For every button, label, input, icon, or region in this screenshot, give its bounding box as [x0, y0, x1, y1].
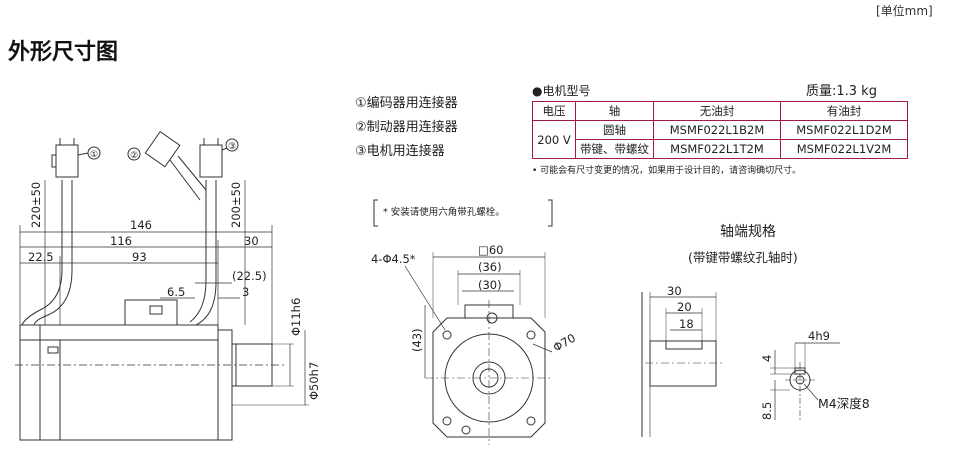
brake-connector	[144, 130, 181, 168]
dim-3: 3	[242, 285, 249, 299]
dim-30-front: (30)	[478, 278, 502, 292]
dim-4h9: 4h9	[808, 329, 830, 343]
spec-note: • 可能会有尺寸变更的情况，如果用于设计目的，请咨询确切尺寸。	[532, 166, 802, 176]
model-with-seal-cell: MSMF022L1V2M	[780, 139, 908, 159]
dim-phi11: Φ11h6	[289, 298, 303, 336]
legend-motor-connector: ③电机用连接器	[355, 144, 445, 159]
marker-3-circle	[225, 138, 239, 152]
flange	[217, 329, 233, 441]
dim-43: (43)	[410, 328, 424, 352]
marker-3: ③	[228, 142, 236, 152]
bolt-note: * 安装请使用六角带孔螺栓。	[383, 204, 505, 218]
marker-2-circle	[127, 147, 141, 161]
dim-phi50: Φ50h7	[307, 362, 321, 400]
mount-hole	[442, 416, 452, 426]
right-cable	[189, 180, 207, 323]
body-marker	[47, 346, 59, 354]
top-connector-block	[124, 299, 178, 326]
thread-spec: M4深度8	[818, 396, 870, 411]
front-view	[373, 199, 553, 445]
leader-thread	[803, 383, 819, 401]
dim-4: 4	[760, 355, 774, 362]
unit-label: [单位mm]	[876, 4, 933, 18]
dim-shaft-30: 30	[667, 284, 682, 298]
dim-30-side: 30	[244, 234, 259, 248]
mass-label: 质量:1.3 kg	[806, 84, 877, 99]
right-cable-inner	[195, 180, 217, 326]
bolt-note-text: * 安装请使用六角带孔螺栓。	[383, 207, 505, 218]
voltage-cell: 200 V	[532, 120, 576, 159]
marker-1-leader	[77, 152, 89, 156]
top-connector-detail	[149, 305, 163, 315]
left-cable	[21, 180, 63, 326]
marker-3-leader	[221, 147, 228, 151]
shaft-end-view	[641, 292, 840, 437]
encoder-connector-tab	[51, 154, 57, 168]
leader-phi70	[532, 343, 553, 353]
leader-holes	[404, 265, 446, 331]
model-no-seal-cell: MSMF022L1T2M	[653, 139, 781, 159]
dim-shaft-20: 20	[677, 300, 692, 314]
legend-brake-connector: ②制动器用连接器	[355, 120, 458, 135]
mount-hole	[526, 330, 536, 340]
model-no-seal-cell: MSMF022L1B2M	[653, 120, 781, 140]
dim-6-5: 6.5	[167, 285, 185, 299]
table-row: 带键、带螺纹 MSMF022L1T2M MSMF022L1V2M	[533, 139, 908, 159]
mount-hole	[526, 416, 536, 426]
dim-phi70: Φ70	[551, 331, 579, 355]
dim-22-5: 22.5	[28, 250, 54, 264]
encoder-connector	[55, 144, 79, 178]
shaft-end-subtitle: (带键带螺纹孔轴时)	[688, 250, 798, 265]
marker-2: ②	[130, 151, 138, 161]
dim-8-5: 8.5	[760, 402, 774, 420]
keyway	[665, 340, 703, 350]
shaft-body	[649, 340, 717, 387]
brake-cable	[169, 159, 201, 201]
dim-146: 146	[130, 218, 152, 232]
mount-hole	[442, 330, 452, 340]
side-view	[15, 130, 309, 441]
dim-square-60: □60	[478, 243, 504, 257]
bottom-detail	[461, 425, 471, 435]
cable-left-length: 220±50	[29, 182, 43, 228]
model-header: ●电机型号	[532, 84, 591, 98]
model-table: 电压 轴 无油封 有油封 200 V 圆轴 MSMF022L1B2M MSMF0…	[532, 101, 908, 159]
shaft-cell: 带键、带螺纹	[575, 139, 654, 159]
flange-square	[432, 317, 546, 438]
motor-connector	[199, 144, 223, 178]
motor-body	[19, 324, 219, 441]
dim-36: (36)	[478, 260, 502, 274]
bolt-note-bracket-right	[548, 199, 553, 227]
legend-encoder-connector: ①编码器用连接器	[355, 96, 458, 111]
page-title: 外形尺寸图	[8, 40, 119, 65]
dim-shaft-18: 18	[679, 317, 694, 331]
brake-cable-inner	[177, 155, 207, 191]
dim-holes: 4-Φ4.5*	[371, 252, 416, 266]
table-row: 200 V 圆轴 MSMF022L1B2M MSMF022L1D2M	[532, 120, 908, 159]
dim-116: 116	[110, 234, 132, 248]
front-connector-bolt	[486, 312, 498, 324]
bolt-note-bracket-left	[373, 199, 378, 227]
cable-right-length: 200±50	[229, 182, 243, 228]
dim-93: 93	[132, 250, 147, 264]
left-cable-inner	[33, 180, 73, 326]
shaft-end-title: 轴端规格	[720, 224, 776, 240]
marker-1: ①	[90, 150, 98, 160]
dim-22-5-paren: (22.5)	[232, 269, 267, 283]
